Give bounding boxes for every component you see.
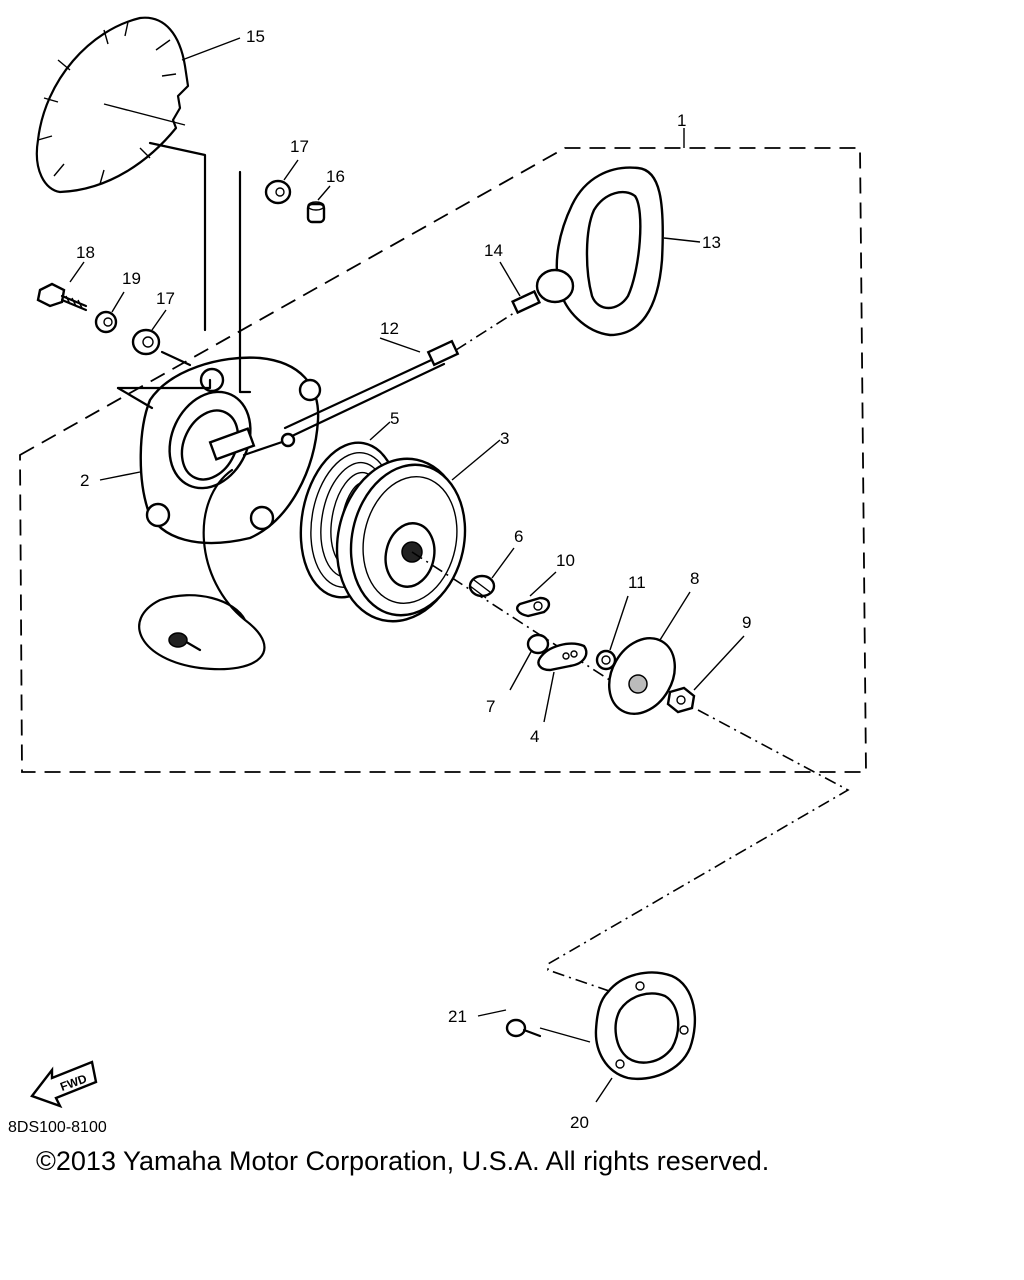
label-2: 2 [80, 471, 89, 490]
part-19-washer [94, 291, 125, 334]
label-9: 9 [742, 613, 751, 632]
label-7: 7 [486, 697, 495, 716]
part-6-spring [468, 547, 515, 599]
part-12-rope [283, 303, 529, 438]
assembly-boundary [19, 147, 867, 773]
label-15: 15 [246, 27, 265, 46]
leader-21-axis [539, 1027, 591, 1043]
part-10-pawl [516, 571, 557, 618]
rope-coil [138, 468, 266, 671]
label-4: 4 [530, 727, 539, 746]
label-5: 5 [390, 409, 399, 428]
label-16: 16 [326, 167, 345, 186]
part-3-pulley [335, 439, 501, 623]
part-17-collar-upper [238, 159, 299, 394]
leader-to-part-20 [547, 709, 850, 993]
label-17-lower: 17 [156, 289, 175, 308]
part-16-bushing [306, 185, 331, 224]
part-2-case [139, 356, 322, 545]
label-11: 11 [628, 573, 646, 592]
label-8: 8 [690, 569, 699, 588]
label-12: 12 [380, 319, 399, 338]
diagram-code: 8DS100-8100 [8, 1119, 107, 1136]
label-14: 14 [484, 241, 503, 260]
part-13-starter-handle [535, 166, 701, 337]
part-20-cover [594, 971, 697, 1103]
copyright-notice: ©2013 Yamaha Motor Corporation, U.S.A. A… [36, 1146, 770, 1176]
label-17-upper: 17 [290, 137, 309, 156]
part-14-rope-stopper [499, 261, 542, 315]
part-17-collar-lower [116, 309, 212, 410]
label-20: 20 [570, 1113, 589, 1132]
label-21: 21 [448, 1007, 467, 1026]
part-11-washer [595, 595, 629, 671]
label-18: 18 [76, 243, 95, 262]
part-15-decal [35, 16, 241, 332]
label-1: 1 [677, 111, 686, 130]
label-19: 19 [122, 269, 141, 288]
leader-2 [99, 471, 141, 481]
part-18-bolt [36, 261, 88, 312]
label-10: 10 [556, 551, 575, 570]
part-21-screw [477, 1009, 542, 1038]
fwd-arrow-icon: FWD [30, 1060, 98, 1109]
part-9-nut [666, 635, 745, 714]
label-6: 6 [514, 527, 523, 546]
label-3: 3 [500, 429, 509, 448]
part-7-spring [509, 633, 550, 691]
part-8-friction-plate [608, 591, 691, 715]
assembly-axis [411, 551, 623, 689]
part-4-pawl-plate [537, 642, 588, 723]
label-13: 13 [702, 233, 721, 252]
